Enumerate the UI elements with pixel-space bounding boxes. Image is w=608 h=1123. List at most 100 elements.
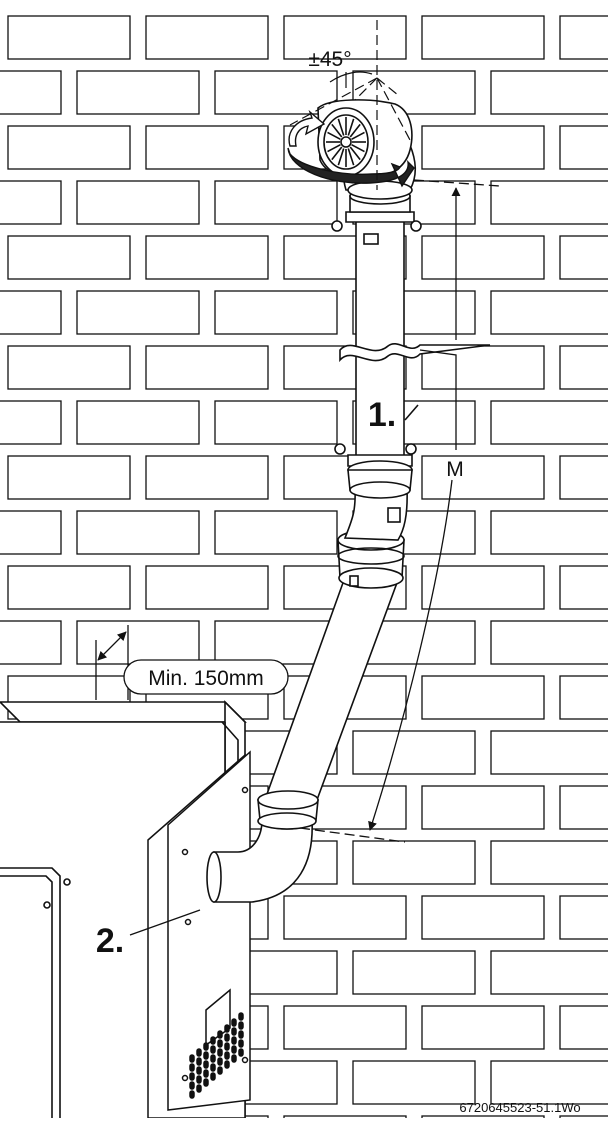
clearance-dimension xyxy=(95,625,289,700)
brick xyxy=(352,950,476,995)
brick xyxy=(145,125,269,170)
brick xyxy=(490,290,608,335)
brick xyxy=(421,15,545,60)
brick xyxy=(352,730,476,775)
brick xyxy=(421,565,545,610)
brick xyxy=(76,290,200,335)
brick xyxy=(421,895,545,940)
vent-slot xyxy=(231,1045,237,1054)
brick xyxy=(7,345,131,390)
vent-slot xyxy=(196,1075,202,1084)
vent-slot xyxy=(210,1045,216,1054)
vent-slot xyxy=(217,1057,223,1066)
brick xyxy=(214,510,338,555)
brick xyxy=(283,1115,407,1123)
brick xyxy=(76,70,200,115)
vent-slot xyxy=(196,1048,202,1057)
grille-spoke xyxy=(331,123,343,138)
brick xyxy=(214,400,338,445)
brick xyxy=(421,125,545,170)
vent-slot xyxy=(231,1054,237,1063)
vent-slot xyxy=(238,1021,244,1030)
brick xyxy=(490,180,608,225)
brick xyxy=(490,730,608,775)
clearance-label: Min. 150mm xyxy=(148,667,264,690)
service-panel xyxy=(147,750,251,1119)
brick xyxy=(7,565,131,610)
brick xyxy=(145,235,269,280)
grille-spoke xyxy=(337,118,345,136)
brick xyxy=(490,1060,608,1105)
vent-slot xyxy=(210,1063,216,1072)
vent-slot xyxy=(238,1048,244,1057)
vent-slot xyxy=(224,1033,230,1042)
brick xyxy=(0,400,62,445)
vent-slot xyxy=(196,1066,202,1075)
brick xyxy=(490,70,608,115)
upper-elbow xyxy=(343,487,408,541)
brick xyxy=(559,455,608,500)
brick xyxy=(7,125,131,170)
vent-slot xyxy=(217,1048,223,1057)
brick xyxy=(214,180,338,225)
brick xyxy=(490,840,608,885)
brick xyxy=(421,1115,545,1123)
vent-grille-icon xyxy=(326,117,366,167)
brick xyxy=(283,895,407,940)
vent-slot xyxy=(203,1042,209,1051)
brick xyxy=(559,565,608,610)
terminal-head xyxy=(317,99,417,200)
vent-slot xyxy=(189,1090,195,1099)
brick xyxy=(421,1005,545,1050)
brick xyxy=(7,455,131,500)
brick xyxy=(559,15,608,60)
figure-id: 6720645523-51.1Wo xyxy=(459,1100,580,1115)
brick xyxy=(283,15,407,60)
brick xyxy=(421,455,545,500)
brick xyxy=(559,345,608,390)
grille-spoke xyxy=(351,131,365,141)
brick xyxy=(145,565,269,610)
vent-slot xyxy=(203,1078,209,1087)
vent-slot xyxy=(210,1054,216,1063)
brick xyxy=(76,620,200,665)
vent-slot xyxy=(238,1039,244,1048)
brick xyxy=(490,620,608,665)
grille-spoke xyxy=(349,123,361,138)
vent-slot xyxy=(231,1027,237,1036)
brick xyxy=(559,1005,608,1050)
step2-label: 2. xyxy=(96,922,124,960)
brick xyxy=(7,235,131,280)
brick xyxy=(421,675,545,720)
vent-slot xyxy=(196,1084,202,1093)
angle-indicator xyxy=(289,20,411,190)
vent-slot xyxy=(238,1012,244,1021)
brick xyxy=(76,400,200,445)
brick xyxy=(0,620,62,665)
grille-spoke xyxy=(327,143,341,153)
brick xyxy=(352,70,476,115)
vent-slot xyxy=(224,1024,230,1033)
vent-slot xyxy=(231,1036,237,1045)
brick xyxy=(352,400,476,445)
vent-slot xyxy=(217,1066,223,1075)
vent-slot xyxy=(196,1057,202,1066)
brick xyxy=(0,180,62,225)
vent-slot xyxy=(189,1063,195,1072)
grille-spoke xyxy=(327,131,341,141)
brick xyxy=(352,840,476,885)
brick xyxy=(0,290,62,335)
vent-grille-icon xyxy=(189,1012,244,1099)
brick xyxy=(145,345,269,390)
brick xyxy=(283,1005,407,1050)
brick xyxy=(76,180,200,225)
brick xyxy=(145,455,269,500)
vent-slot xyxy=(203,1060,209,1069)
brick xyxy=(352,290,476,335)
brick xyxy=(559,675,608,720)
grille-spoke xyxy=(351,143,365,153)
vent-slot xyxy=(210,1036,216,1045)
brick xyxy=(421,235,545,280)
grille-spoke xyxy=(337,148,345,166)
vent-slot xyxy=(238,1030,244,1039)
